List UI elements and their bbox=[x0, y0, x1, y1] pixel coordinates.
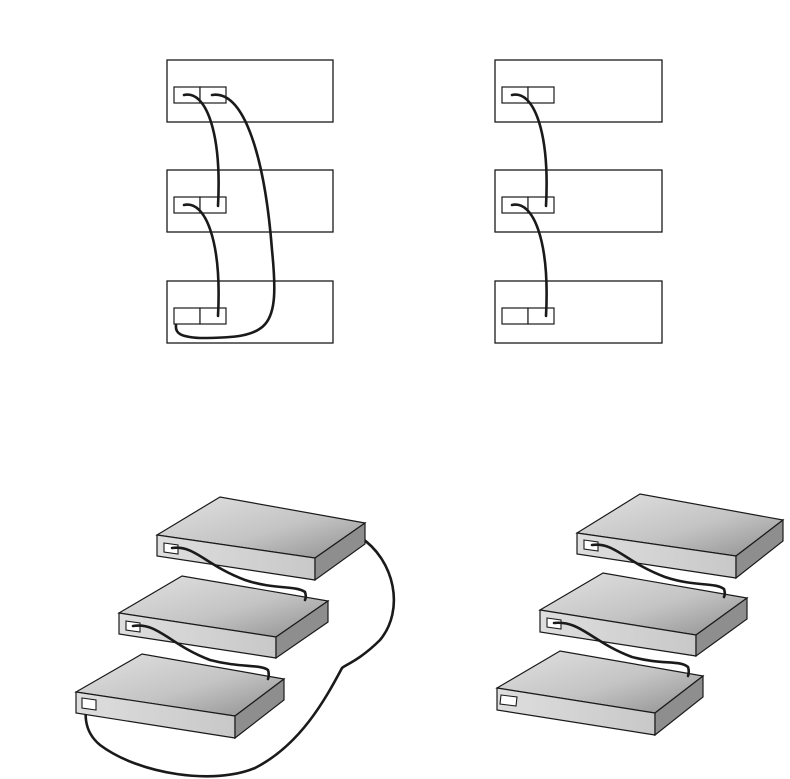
schematic-daisy-chain-cabling bbox=[495, 60, 662, 343]
device-unit-1 bbox=[577, 494, 783, 578]
illustration-ring-cabling bbox=[76, 497, 394, 776]
port-icon bbox=[500, 695, 517, 706]
cable bbox=[86, 537, 394, 776]
port-icon bbox=[82, 698, 96, 710]
schematic-ring-cabling bbox=[167, 60, 333, 343]
device-unit-1 bbox=[157, 497, 365, 580]
illustration-daisy-chain-cabling bbox=[497, 494, 783, 735]
